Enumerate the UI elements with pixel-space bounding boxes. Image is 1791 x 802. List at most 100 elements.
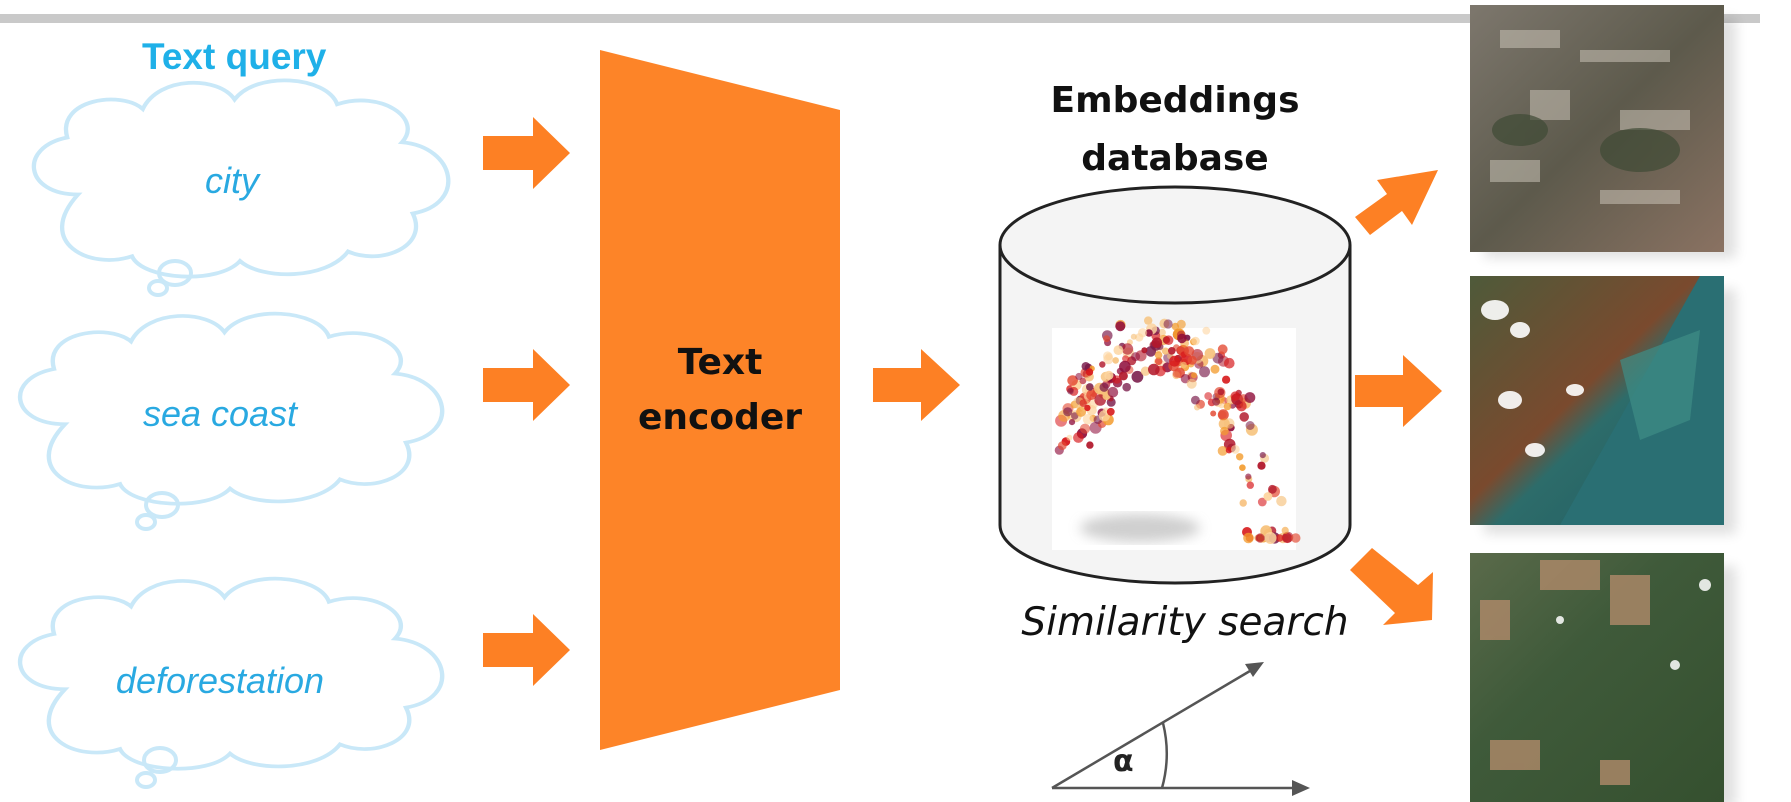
embedding-point [1075,372,1083,381]
embedding-point [1222,375,1231,384]
arrow-encoder-to-database [873,349,960,421]
top-divider [0,14,1760,23]
text-encoder-label-line2: encoder [637,397,803,438]
embedding-point [1223,418,1235,429]
embedding-point [1119,360,1131,373]
embedding-point [1163,335,1174,346]
embedding-point [1282,531,1294,543]
embedding-point [1158,328,1166,337]
embedding-point [1259,452,1266,459]
arrow-to-deforestation-result [1350,548,1433,625]
embedding-point [1107,386,1119,398]
embedding-point [1066,434,1073,441]
embedding-point [1079,423,1091,434]
embedding-point [1217,344,1228,355]
embedding-point [1057,441,1067,450]
embedding-point [1086,389,1097,401]
embedding-point [1210,364,1220,374]
embedding-point [1257,497,1267,507]
embedding-point [1151,337,1163,349]
embedding-point [1210,410,1217,417]
query-label-city: city [205,160,259,201]
embedding-point [1104,370,1114,380]
embedding-point [1230,445,1240,454]
embedding-point [1131,370,1144,383]
query-cloud-sea-coast [20,314,442,531]
embedding-point [1067,388,1074,395]
embedding-point [1194,404,1201,411]
embedding-point [1217,388,1225,396]
embedding-point [1079,399,1087,407]
embedding-point [1172,368,1182,378]
embedding-point [1186,378,1197,389]
angle-alpha-label: α [1113,744,1134,779]
embedding-point [1230,391,1241,401]
embedding-point [1176,319,1186,329]
embedding-point [1063,407,1073,417]
embedding-point [1264,532,1277,544]
embedding-point [1168,347,1176,355]
embedding-point [1161,347,1170,355]
embedding-point [1154,357,1163,366]
embedding-point [1106,407,1115,416]
embedding-point [1154,351,1163,359]
embedding-point [1086,441,1094,449]
embedding-point [1255,533,1265,543]
embedding-point [1081,362,1091,371]
similarity-search-label: Similarity search [1021,600,1349,645]
embedding-point [1223,402,1232,411]
embedding-point [1236,453,1244,461]
embedding-point [1245,473,1252,480]
text-query-title: Text query [142,36,327,77]
embedding-point [1144,316,1153,325]
arrow-to-city-result [1355,170,1438,235]
embedding-point [1202,326,1211,335]
embedding-point [1281,526,1289,535]
arrow-to-coast-result [1355,355,1442,427]
text-encoder-label-line1: Text [677,342,763,383]
embedding-point [1276,495,1287,507]
embedding-point [1191,372,1197,379]
embedding-point [1169,355,1180,367]
embedding-point [1177,333,1187,344]
database-title-line2: database [1081,138,1269,179]
embedding-point [1244,392,1256,403]
database-title-line1: Embeddings [1050,80,1300,121]
embedding-point [1204,392,1213,400]
embedding-point [1239,412,1249,422]
embedding-point [1239,464,1246,472]
query-cloud-city [34,80,448,297]
embedding-point [1245,421,1255,430]
embedding-point [1224,357,1235,369]
arrow-sea-coast-to-encoder [483,349,570,421]
query-label-deforestation: deforestation [115,660,325,701]
embedding-point [1163,319,1173,329]
embedding-point [1268,484,1277,494]
embedding-point [1131,352,1141,362]
embedding-point [1118,371,1128,381]
embedding-point [1184,346,1195,357]
embedding-point [1187,355,1197,365]
arrow-deforestation-to-encoder [483,614,570,686]
embedding-point [1239,499,1247,507]
embeddings-database-title: Embeddings database [1025,72,1325,188]
angle-vector-diagram [1051,662,1310,796]
embedding-point [1121,343,1134,355]
embedding-point [1290,533,1301,543]
embedding-point [1085,368,1094,376]
satellite-coast-image [1470,276,1736,534]
embedding-point [1112,357,1119,364]
satellite-city-image [1470,5,1736,258]
embedding-point [1217,446,1228,456]
embedding-point [1099,382,1109,392]
embedding-point [1148,363,1160,376]
text-encoder-label: Text encoder [620,335,820,445]
embedding-point [1218,410,1227,420]
embedding-point [1112,375,1122,384]
embedding-point [1115,321,1126,332]
embedding-point [1073,432,1084,443]
text-encoder-block [600,50,840,750]
embedding-point [1246,481,1255,489]
embedding-point [1122,355,1130,363]
